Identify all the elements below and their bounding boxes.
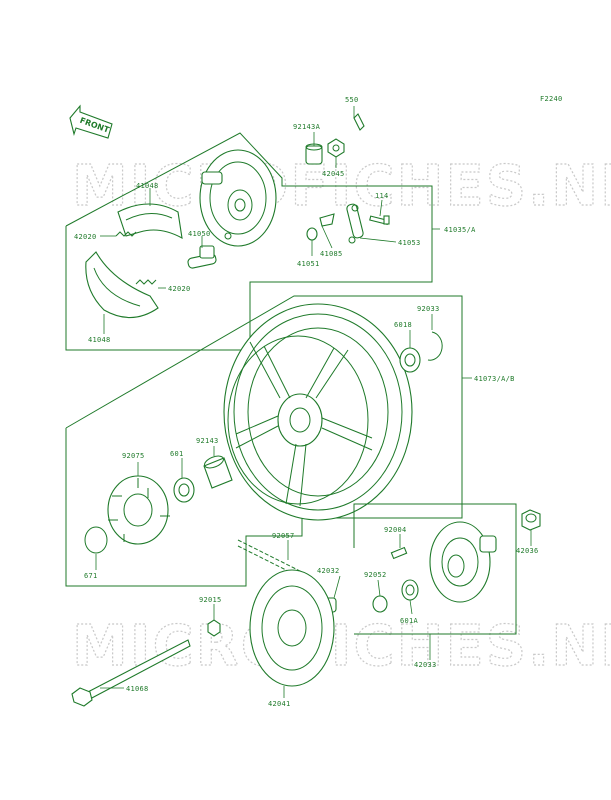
label-601a: 601A	[400, 617, 419, 625]
nut-92015	[207, 619, 221, 637]
label-41050: 41050	[188, 230, 211, 238]
o-ring-671	[84, 526, 108, 554]
label-41068: 41068	[126, 685, 149, 693]
label-6018: 6018	[394, 321, 412, 329]
watermark-bottom: MICROFICHES.NET	[72, 614, 611, 679]
label-41053: 41053	[398, 239, 421, 247]
label-92004: 92004	[384, 526, 407, 534]
label-42045: 42045	[322, 170, 345, 178]
damper-92075	[107, 475, 170, 545]
bolt-114	[369, 215, 390, 226]
hub-group-outline	[353, 503, 517, 635]
label-92052: 92052	[364, 571, 387, 579]
bearing-601a	[401, 579, 419, 601]
indicator-41085	[319, 213, 335, 227]
label-601: 601	[170, 450, 184, 458]
bearing-6018	[399, 347, 421, 373]
snap-ring-92033	[427, 331, 443, 361]
label-42020-a: 42020	[74, 233, 97, 241]
bearing-601	[173, 477, 195, 503]
cotter-pin-550	[353, 113, 365, 131]
label-92015: 92015	[199, 596, 222, 604]
nut-42045	[327, 138, 345, 158]
brake-panel	[199, 149, 277, 247]
spring-42020-b	[135, 279, 157, 285]
spacer-92052	[372, 595, 388, 613]
stud-92004	[390, 546, 408, 560]
brake-shoe-bottom	[85, 251, 159, 319]
cam-41050	[187, 245, 217, 269]
label-92143: 92143	[196, 437, 219, 445]
label-114: 114	[375, 192, 389, 200]
front-arrow-icon: FRONT	[69, 104, 113, 139]
label-92057: 92057	[272, 532, 295, 540]
wheel-group-outline	[65, 295, 463, 587]
label-41035a: 41035/A	[444, 226, 476, 234]
label-42033: 42033	[414, 661, 437, 669]
label-42020-b: 42020	[168, 285, 191, 293]
sprocket-42041	[249, 569, 335, 687]
brake-shoe-top	[117, 203, 183, 240]
label-42036: 42036	[516, 547, 539, 555]
brake-group-outline	[65, 132, 433, 351]
label-92075: 92075	[122, 452, 145, 460]
figure-code: F2240	[540, 95, 563, 103]
label-550: 550	[345, 96, 359, 104]
leader-lines	[95, 106, 532, 698]
sprocket-hub	[429, 521, 497, 603]
label-41085: 41085	[320, 250, 343, 258]
label-92143a: 92143A	[293, 123, 321, 131]
brake-lever-41053	[346, 203, 364, 244]
label-42032: 42032	[317, 567, 340, 575]
collar-92143	[203, 455, 233, 489]
spring-42020-a	[115, 231, 137, 237]
seal-41051	[306, 227, 318, 241]
label-671: 671	[84, 572, 98, 580]
rear-wheel	[223, 303, 413, 521]
label-92033: 92033	[417, 305, 440, 313]
label-41073ab: 41073/A/B	[474, 375, 515, 383]
label-42041: 42041	[268, 700, 291, 708]
axle-41068	[71, 639, 191, 707]
label-41048-bottom: 41048	[88, 336, 111, 344]
label-41048-top: 41048	[136, 182, 159, 190]
label-41051: 41051	[297, 260, 320, 268]
collar-42036	[521, 509, 541, 531]
sleeve-92143a	[305, 143, 323, 165]
